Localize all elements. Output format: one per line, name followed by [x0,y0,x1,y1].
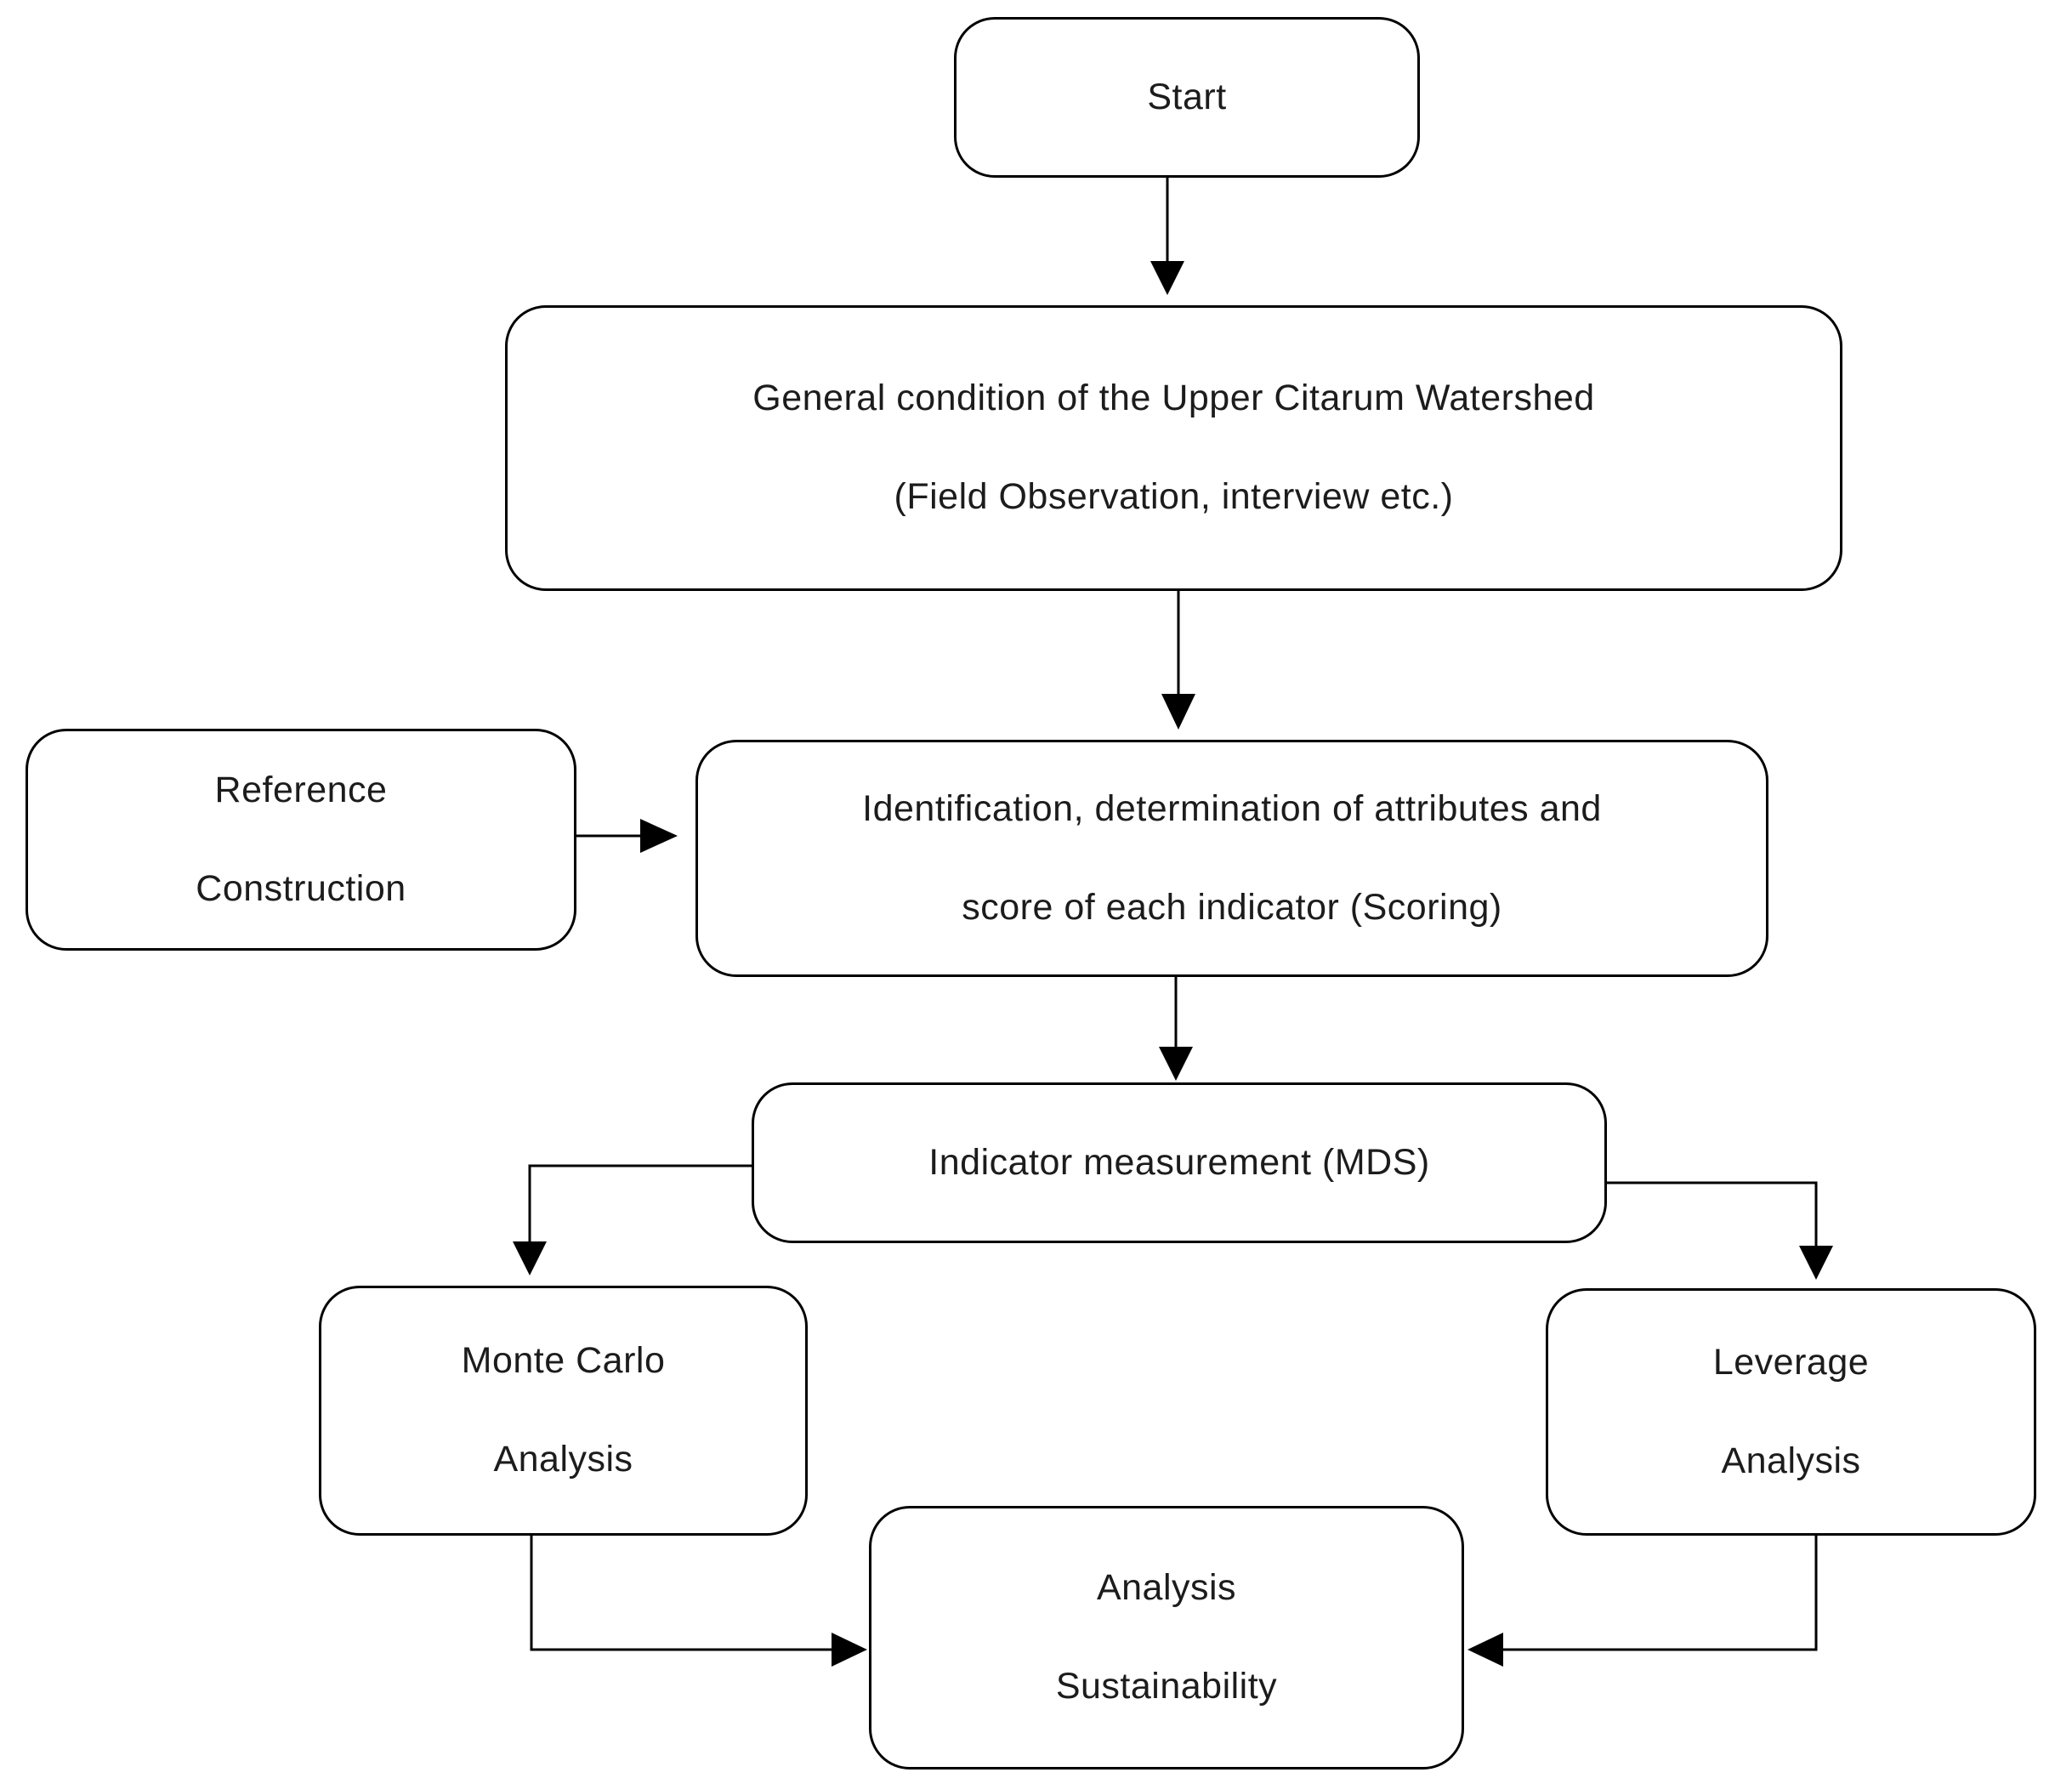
flow-node-analysis-sustainability: Analysis Sustainability [869,1506,1464,1769]
edge-general-identification [1161,591,1195,730]
edge-mds-monte-carlo [513,1164,752,1275]
edge-reference-identification [576,819,678,853]
edge-monte-carlo-sustainability [530,1536,867,1667]
node-label: Indicator measurement (MDS) [928,1141,1430,1183]
flow-node-monte-carlo-analysis: Monte Carlo Analysis [319,1286,808,1536]
flow-node-start: Start [954,17,1420,178]
edge-start-general [1150,178,1184,295]
node-label: Analysis [493,1439,633,1480]
flow-node-reference-construction: Reference Construction [26,729,576,951]
flow-node-indicator-measurement: Indicator measurement (MDS) [752,1082,1607,1243]
node-label: Start [1147,76,1227,117]
node-label: (Field Observation, interview etc.) [894,476,1454,517]
node-label: Leverage [1712,1341,1870,1383]
flow-node-general-condition: General condition of the Upper Citarum W… [505,305,1842,591]
node-label: Reference [214,769,388,810]
flow-node-leverage-analysis: Leverage Analysis [1546,1288,2036,1536]
node-label: Monte Carlo [461,1340,666,1382]
edge-identification-mds [1159,977,1193,1081]
flow-node-identification-scoring: Identification, determination of attribu… [695,740,1768,977]
node-label: Sustainability [1055,1666,1278,1707]
node-label: Identification, determination of attribu… [862,787,1602,829]
node-label: Analysis [1096,1567,1237,1609]
node-label: score of each indicator (Scoring) [962,886,1502,928]
edge-mds-leverage [1607,1181,1833,1280]
node-label: General condition of the Upper Citarum W… [752,378,1595,419]
node-label: Analysis [1721,1440,1861,1481]
node-label: Construction [196,867,406,909]
edge-leverage-sustainability [1467,1536,1818,1667]
